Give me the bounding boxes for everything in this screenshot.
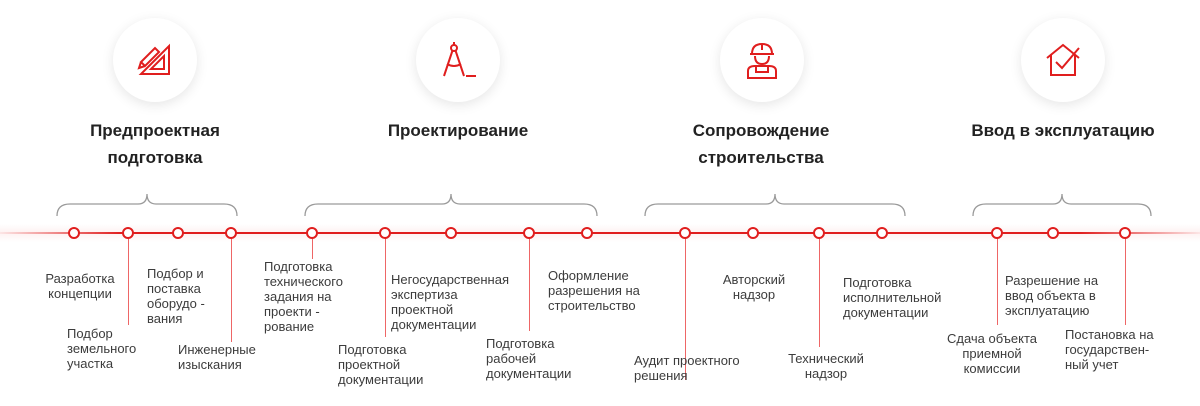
timeline-node (172, 227, 184, 239)
stage-title-pre-project: Предпроектная подготовка (90, 121, 220, 167)
step-label-concept: Разработка концепции (45, 271, 115, 301)
timeline-node (747, 227, 759, 239)
step-label-working-docs: Подготовка рабочей документации (486, 336, 572, 381)
step-label-build-permit: Оформление разрешения на строительство (548, 268, 640, 313)
timeline-node (991, 227, 1003, 239)
timeline-stem (385, 237, 386, 337)
timeline-node (122, 227, 134, 239)
timeline-stem (997, 237, 998, 325)
stage-icon-circle-3 (720, 18, 804, 102)
timeline-node (679, 227, 691, 239)
ruler-pencil-icon (137, 43, 170, 75)
step-label-acceptance: Сдача объекта приемной комиссии (946, 331, 1037, 376)
stage-brace-2 (304, 193, 598, 217)
stage-brace-4 (972, 193, 1152, 217)
timeline-stem (819, 237, 820, 347)
timeline-node (306, 227, 318, 239)
step-label-tech-supervision: Технический надзор (788, 351, 864, 381)
timeline-node (523, 227, 535, 239)
house-check-icon (1046, 43, 1080, 76)
timeline-node (445, 227, 457, 239)
step-label-expertise: Негосударственная экспертиза проектной д… (391, 272, 509, 332)
stage-brace-1 (56, 193, 238, 217)
timeline-node (225, 227, 237, 239)
stage-title-construction: Сопровождение строительства (692, 121, 830, 167)
timeline-stem (1125, 237, 1126, 325)
stage-brace-3 (644, 193, 906, 217)
step-label-project-docs: Подготовка проектной документации (338, 342, 424, 387)
step-label-design-audit: Аудит проектного решения (634, 353, 740, 383)
timeline-stem (312, 237, 313, 259)
timeline-node (876, 227, 888, 239)
stage-icon-circle-1 (113, 18, 197, 102)
step-label-state-registration: Постановка на государствен- ный учет (1065, 327, 1154, 372)
step-label-operation-permit: Разрешение на ввод объекта в эксплуатаци… (1005, 273, 1099, 318)
timeline-stem (128, 237, 129, 325)
timeline-node (1047, 227, 1059, 239)
builder-icon (747, 42, 777, 79)
stage-icon-circle-4 (1021, 18, 1105, 102)
timeline-node (1119, 227, 1131, 239)
timeline-node (581, 227, 593, 239)
step-label-equipment: Подбор и поставка оборудо - вания (147, 266, 205, 326)
timeline-stem (685, 237, 686, 380)
timeline-node (379, 227, 391, 239)
timeline-node (813, 227, 825, 239)
timeline-stem (231, 237, 232, 342)
stage-title-commissioning: Ввод в эксплуатацию (971, 121, 1155, 140)
stage-icon-circle-2 (416, 18, 500, 102)
step-label-land-plot: Подбор земельного участка (67, 326, 137, 371)
step-label-surveys: Инженерные изыскания (178, 342, 256, 372)
step-label-as-built-docs: Подготовка исполнительной документации (843, 275, 942, 320)
compass-icon (443, 42, 476, 77)
step-label-design-spec: Подготовка технического задания на проек… (264, 259, 343, 334)
stage-title-design: Проектирование (387, 121, 529, 140)
step-label-author-supervision: Авторский надзор (722, 272, 786, 302)
timeline-line (0, 232, 1200, 234)
timeline-stem (529, 237, 530, 331)
timeline-node (68, 227, 80, 239)
